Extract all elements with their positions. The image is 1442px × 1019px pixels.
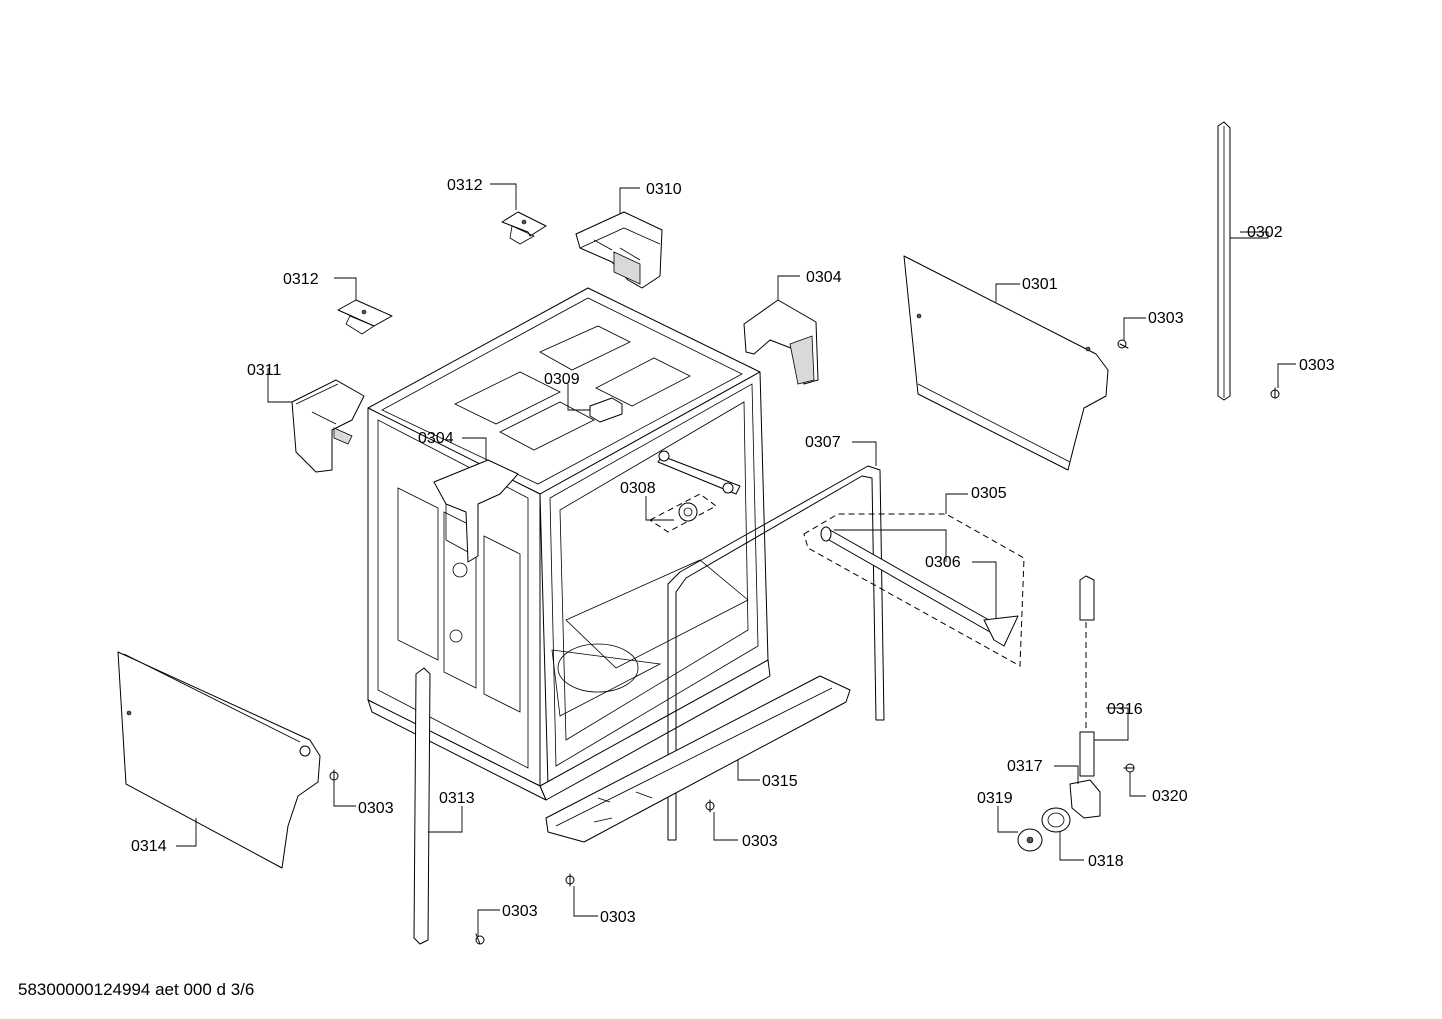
callout-0302: 0302 (1247, 224, 1283, 241)
callout-0308: 0308 (620, 480, 656, 497)
callout-0310: 0310 (646, 181, 682, 198)
callout-0314: 0314 (131, 838, 167, 855)
callout-0307: 0307 (805, 434, 841, 451)
callout-0303-bottom-left: 0303 (502, 903, 538, 920)
callout-0303-side: 0303 (358, 800, 394, 817)
dishwasher-tub (367, 287, 771, 801)
seal-strip-0313 (413, 667, 431, 945)
connector-block-0311 (291, 379, 365, 473)
callout-0312-upper: 0312 (447, 177, 483, 194)
callout-0320: 0320 (1152, 788, 1188, 805)
clip-0309 (589, 397, 623, 423)
base-rail-0315 (545, 675, 851, 843)
callout-0315: 0315 (762, 773, 798, 790)
callout-labels: 0312 0310 0312 0304 0301 0302 0303 0303 … (131, 177, 1335, 926)
drain-elbow-0317 (1069, 779, 1101, 819)
document-code: 58300000124994 aet 000 d 3/6 (18, 980, 255, 999)
front-panel-0314 (117, 651, 321, 869)
callout-0303-rail: 0303 (742, 833, 778, 850)
leader-lines (176, 183, 1296, 936)
callout-0316: 0316 (1107, 701, 1143, 718)
callout-0304-inner: 0304 (418, 430, 454, 447)
callout-0303-panel: 0303 (1148, 310, 1184, 327)
trim-strip-0302 (1217, 121, 1231, 401)
door-seal-0307 (667, 465, 885, 841)
callout-0313: 0313 (439, 790, 475, 807)
bracket-0304-inner (433, 459, 519, 563)
bracket-0312-upper (501, 211, 547, 245)
cap-0319 (1017, 828, 1043, 852)
callout-0319: 0319 (977, 790, 1013, 807)
bracket-0312-lower (337, 299, 393, 335)
callout-0306: 0306 (925, 554, 961, 571)
callout-0303-bottom-right: 0303 (600, 909, 636, 926)
callout-0317: 0317 (1007, 758, 1043, 775)
bracket-0304-upper (743, 299, 819, 385)
ring-0318 (1041, 807, 1071, 833)
callout-0301: 0301 (1022, 276, 1058, 293)
connector-block-0310 (575, 211, 663, 289)
callout-0311: 0311 (247, 362, 282, 379)
drain-hose-0316 (1079, 575, 1095, 777)
screws-0303 (329, 339, 1280, 945)
callout-0304-upper: 0304 (806, 269, 842, 286)
callout-0318: 0318 (1088, 853, 1124, 870)
callout-0312-lower: 0312 (283, 271, 319, 288)
callout-0303-strip: 0303 (1299, 357, 1335, 374)
side-panel-0301 (903, 255, 1109, 471)
callout-0309: 0309 (544, 371, 580, 388)
rod-assembly-0305-0306 (803, 513, 1025, 667)
callout-0305: 0305 (971, 485, 1007, 502)
hinge-0308 (649, 450, 741, 533)
